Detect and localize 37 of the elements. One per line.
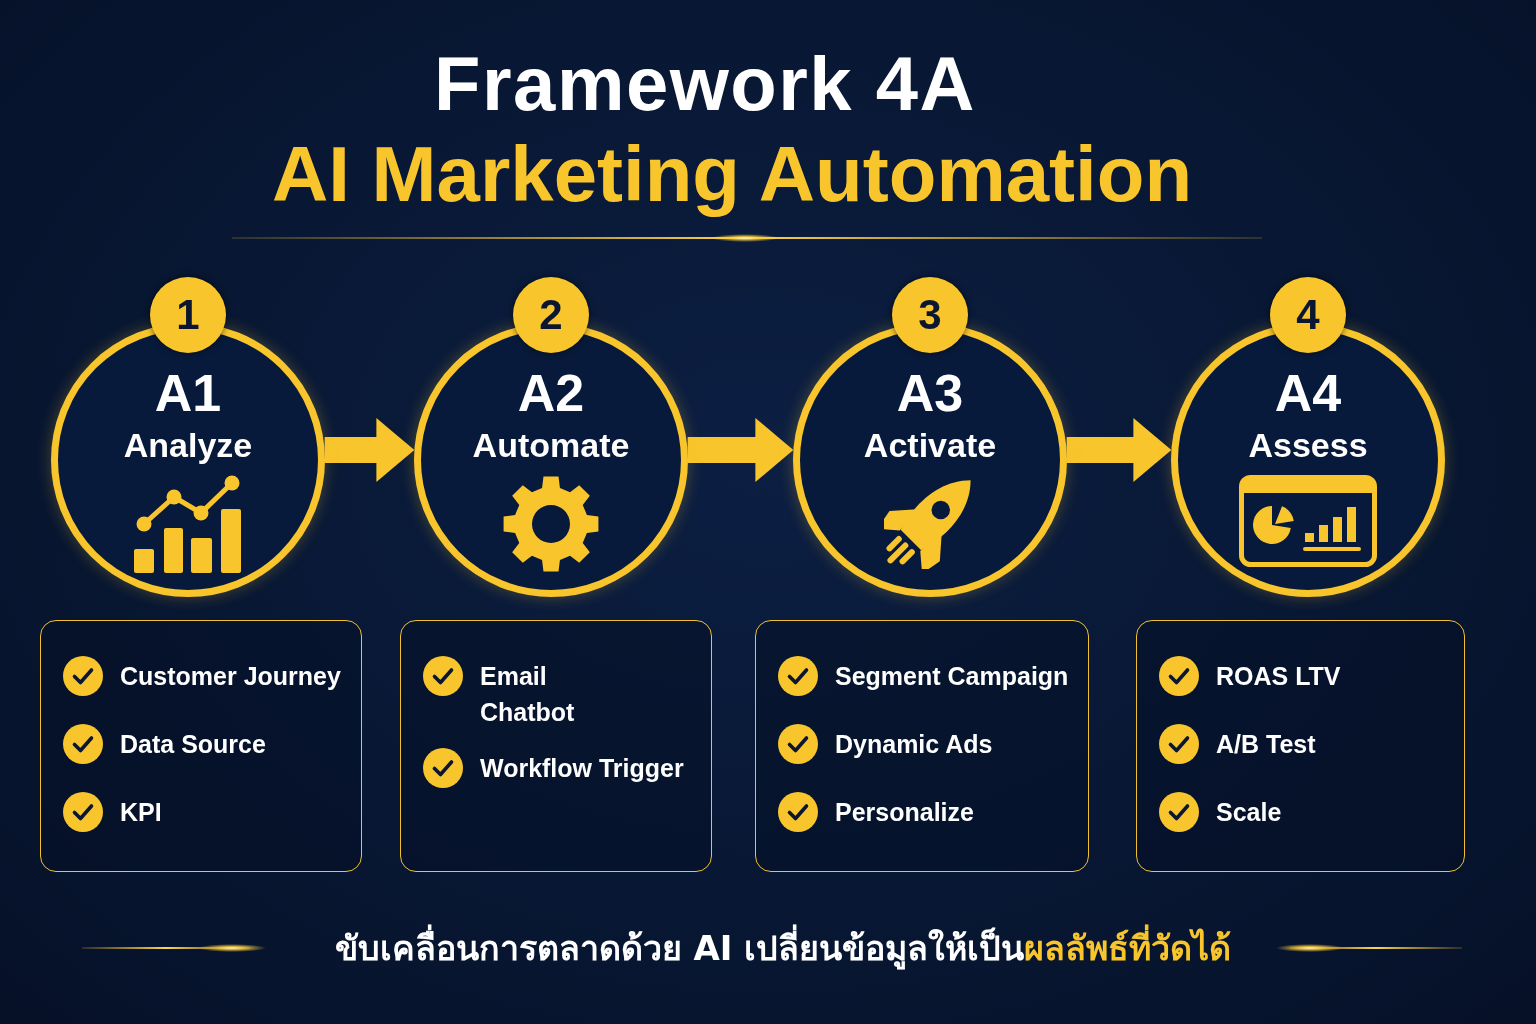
checklist-panel: [40, 620, 362, 872]
step-code: A3: [896, 363, 964, 423]
subtitle: AI Marketing Automation: [271, 129, 1193, 219]
step-title: Assess: [1248, 425, 1368, 466]
step-code: A1: [154, 363, 222, 423]
checklist-item: KPI: [120, 797, 162, 828]
step-title: Automate: [472, 425, 630, 466]
checklist-panel: [1136, 620, 1465, 872]
number-badge: [513, 277, 589, 353]
step-code: A4: [1274, 363, 1342, 423]
checklist-item: Data Source: [120, 729, 266, 760]
checklist-item: Segment Campaign: [835, 661, 1069, 692]
step-code: A2: [517, 363, 585, 423]
arrow: [324, 418, 415, 482]
arrow: [687, 418, 794, 482]
number-badge: [1270, 277, 1346, 353]
checklist-item: A/B Test: [1216, 729, 1316, 760]
checklist-item: Customer Journey: [120, 661, 341, 692]
caption: ขับเคลื่อนการตลาดด้วย AI เปลี่ยนข้อมูลให้เป็นผลลัพธ์ที่วัดได้: [334, 922, 1232, 974]
number-badge: [150, 277, 226, 353]
step-number: 4: [1296, 292, 1320, 338]
checklist-item: Email Chatbot: [480, 661, 576, 728]
step-title: Activate: [863, 425, 997, 466]
step-number: 2: [539, 292, 563, 338]
checklist-panel: [400, 620, 712, 872]
step-number: 1: [176, 292, 200, 338]
checklist-item: ROAS LTV: [1216, 661, 1341, 692]
checklist-item: Personalize: [835, 797, 974, 828]
checklist-item: Workflow Trigger: [480, 753, 684, 784]
checklist-item: Dynamic Ads: [835, 729, 993, 760]
title: Framework 4A: [434, 40, 976, 127]
step-title: Analyze: [123, 425, 253, 466]
arrow: [1066, 418, 1172, 482]
checklist-panel: [755, 620, 1089, 872]
checklist-item: Scale: [1216, 797, 1282, 828]
number-badge: [892, 277, 968, 353]
step-number: 3: [918, 292, 942, 338]
